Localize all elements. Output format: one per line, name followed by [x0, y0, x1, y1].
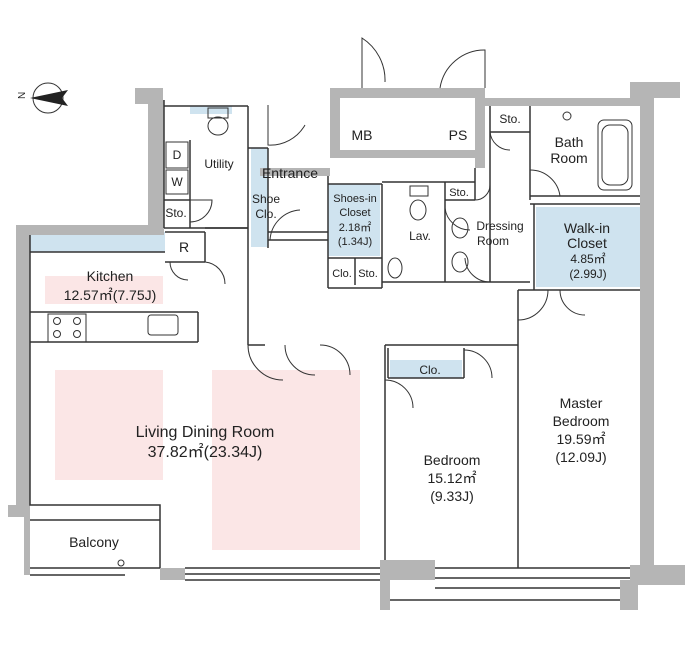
label-utility: Utility — [204, 157, 233, 171]
label-shoe-clo-2: Clo. — [255, 207, 276, 221]
label-living-2: 37.82㎡(23.34J) — [148, 443, 263, 461]
label-sto-bath: Sto. — [499, 112, 520, 126]
label-d: D — [173, 148, 182, 162]
label-bedroom-3: (9.33J) — [430, 488, 474, 504]
label-mb: MB — [352, 127, 373, 143]
shower-icon — [562, 111, 572, 121]
label-walkin-2: Closet — [567, 235, 607, 251]
label-ps: PS — [449, 127, 468, 143]
kitchen-sink-icon — [147, 314, 179, 336]
label-sto-dressing: Sto. — [449, 187, 469, 199]
toilet-utility — [207, 116, 229, 136]
bathtub-icon — [597, 119, 633, 191]
label-w: W — [171, 175, 183, 189]
room-labels: MB PS Sto. Bath Room Utility D W Sto. R … — [64, 112, 610, 550]
label-walkin-1: Walk-in — [564, 220, 610, 236]
compass-north-label: N — [17, 92, 28, 99]
label-balcony: Balcony — [69, 534, 119, 550]
label-shoes-in-3: 2.18㎡ — [339, 221, 371, 234]
sink-icon — [451, 217, 469, 239]
label-sto-small: Sto. — [358, 268, 378, 280]
living-floor-mark-left — [55, 370, 163, 480]
label-clo-small: Clo. — [332, 268, 352, 280]
kitchen-counter-top — [30, 232, 165, 252]
label-clo-bedroom: Clo. — [419, 363, 440, 377]
compass: N — [17, 82, 68, 114]
stove-icon — [47, 313, 87, 343]
walkin-closet-area — [536, 207, 640, 287]
label-dressing-1: Dressing — [476, 219, 523, 233]
compass-arrow-icon — [30, 90, 68, 106]
label-kitchen-2: 12.57㎡(7.75J) — [64, 287, 157, 303]
label-walkin-4: (2.99J) — [569, 267, 606, 281]
label-master-2: Bedroom — [553, 413, 610, 429]
label-shoes-in-2: Closet — [339, 207, 370, 219]
toilet-lav — [409, 185, 429, 197]
label-bath-2: Room — [550, 150, 587, 166]
label-kitchen-1: Kitchen — [87, 268, 134, 284]
label-master-4: (12.09J) — [555, 449, 606, 465]
label-dressing-2: Room — [477, 234, 509, 248]
label-bedroom-1: Bedroom — [424, 452, 481, 468]
label-sto-utility: Sto. — [165, 206, 186, 220]
label-lav: Lav. — [409, 229, 431, 243]
label-r: R — [179, 239, 189, 255]
label-shoe-clo-1: Shoe — [252, 192, 280, 206]
outer-walls — [8, 82, 685, 610]
label-master-3: 19.59㎡ — [556, 431, 605, 447]
fixtures — [47, 107, 633, 567]
label-bath-1: Bath — [555, 134, 584, 150]
label-entrance: Entrance — [262, 165, 318, 181]
door-swings — [169, 37, 586, 409]
label-walkin-3: 4.85㎡ — [570, 252, 605, 266]
clo-bedroom-area — [390, 360, 462, 378]
utility-top-strip — [190, 106, 232, 114]
label-shoes-in-4: (1.34J) — [338, 236, 372, 248]
label-master-1: Master — [560, 395, 603, 411]
kitchen-floor-mark — [45, 276, 163, 304]
label-living-1: Living Dining Room — [136, 424, 275, 441]
label-bedroom-2: 15.12㎡ — [427, 470, 476, 486]
living-floor-mark-right — [212, 370, 360, 550]
label-shoes-in-1: Shoes-in — [333, 193, 376, 205]
shoes-in-closet-area — [328, 184, 380, 256]
